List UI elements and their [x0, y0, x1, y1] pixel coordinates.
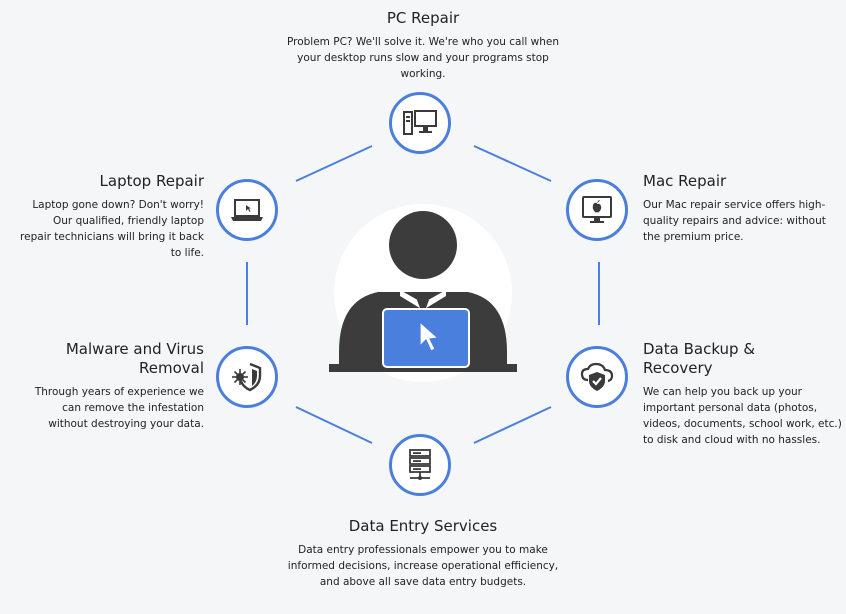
- server-stack-icon: [409, 449, 431, 480]
- service-description: Our Mac repair service offers high-quali…: [643, 199, 826, 243]
- mac-repair-node[interactable]: [566, 179, 628, 241]
- data-entry-node[interactable]: [389, 434, 451, 496]
- virus-shield-icon: [232, 362, 262, 392]
- data-backup-node[interactable]: [566, 346, 628, 408]
- service-malware-removal: Malware and Virus Removal Through years …: [20, 340, 204, 432]
- service-title: Mac Repair: [643, 172, 727, 190]
- service-mac-repair: Mac Repair Our Mac repair service offers…: [643, 172, 843, 245]
- service-title: PC Repair: [386, 9, 460, 27]
- mac-monitor-icon: [582, 196, 612, 223]
- service-laptop-repair: Laptop Repair Laptop gone down? Don't wo…: [20, 172, 204, 261]
- cloud-shield-icon: [580, 362, 614, 391]
- service-title: Laptop Repair: [99, 172, 204, 190]
- connector-line: [295, 145, 373, 182]
- service-title: Data Backup & Recovery: [643, 340, 756, 377]
- laptop-icon: [231, 199, 263, 221]
- person-head: [389, 211, 457, 279]
- connector-line: [473, 145, 552, 182]
- service-description: Problem PC? We'll solve it. We're who yo…: [286, 36, 560, 80]
- laptop-repair-node[interactable]: [216, 179, 278, 241]
- service-description: Laptop gone down? Don't worry! Our quali…: [20, 199, 204, 259]
- service-description: Through years of experience we can remov…: [34, 386, 204, 430]
- connector-line: [473, 406, 552, 444]
- service-title: Malware and Virus Removal: [65, 340, 204, 377]
- service-description: We can help you back up your important p…: [643, 386, 842, 446]
- service-data-backup: Data Backup & Recovery We can help you b…: [643, 340, 843, 448]
- pc-repair-node[interactable]: [389, 92, 451, 154]
- cursor-icon: [419, 320, 440, 352]
- service-title: Data Entry Services: [348, 517, 498, 535]
- desktop-computer-icon: [403, 110, 437, 135]
- service-data-entry: Data Entry Services Data entry professio…: [283, 517, 563, 590]
- malware-removal-node[interactable]: [216, 346, 278, 408]
- connector-line: [295, 406, 373, 444]
- service-pc-repair: PC Repair Problem PC? We'll solve it. We…: [283, 9, 563, 82]
- service-description: Data entry professionals empower you to …: [287, 544, 559, 588]
